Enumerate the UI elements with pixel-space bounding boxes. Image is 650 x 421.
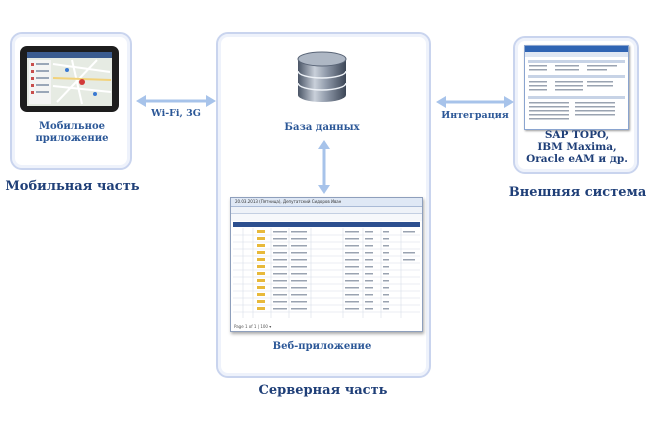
vertical-double-arrow bbox=[318, 140, 330, 194]
mobile-app-label-line1: Мобильное bbox=[38, 121, 105, 132]
web-window-title: 20.03.2013 (Пятница), Депутатский Сидоро… bbox=[235, 199, 342, 204]
database-label: База данных bbox=[284, 122, 360, 133]
web-app-label: Веб-приложение bbox=[272, 341, 372, 352]
web-toolbar bbox=[231, 214, 422, 221]
mobile-server-double-arrow bbox=[136, 95, 216, 107]
mobile-section-title: Мобильная часть bbox=[5, 179, 140, 194]
external-ui-image bbox=[525, 46, 628, 120]
web-table-body bbox=[233, 228, 420, 318]
web-window-titlebar: 20.03.2013 (Пятница), Депутатский Сидоро… bbox=[231, 198, 422, 207]
database-icon bbox=[297, 51, 347, 102]
external-section-title: Внешняя система bbox=[508, 185, 647, 200]
external-system-line2: IBM Maxima, bbox=[537, 141, 617, 153]
map-screen-image bbox=[27, 52, 112, 106]
web-table-header bbox=[233, 222, 420, 227]
web-menubar bbox=[231, 207, 422, 214]
server-section-title: Серверная часть bbox=[258, 383, 388, 398]
mobile-server-connection-label: Wi-Fi, 3G bbox=[151, 108, 201, 119]
web-pager: Page 1 of 1 | 100 ▾ bbox=[234, 324, 272, 329]
external-systems-list: SAP TOPO, IBM Maxima, Oracle eAM и др. bbox=[516, 129, 638, 165]
server-external-connection-label: Интеграция bbox=[441, 110, 509, 121]
mobile-app-label: Мобильное приложение bbox=[22, 121, 122, 145]
web-app-screenshot: 20.03.2013 (Пятница), Депутатский Сидоро… bbox=[230, 197, 423, 332]
external-system-screenshot bbox=[524, 45, 629, 130]
external-system-line3: Oracle eAM и др. bbox=[526, 153, 628, 165]
server-external-double-arrow bbox=[436, 96, 514, 108]
external-system-line1: SAP TOPO, bbox=[544, 129, 610, 141]
mobile-app-label-line2: приложение bbox=[35, 133, 109, 144]
tablet-image bbox=[20, 46, 119, 112]
